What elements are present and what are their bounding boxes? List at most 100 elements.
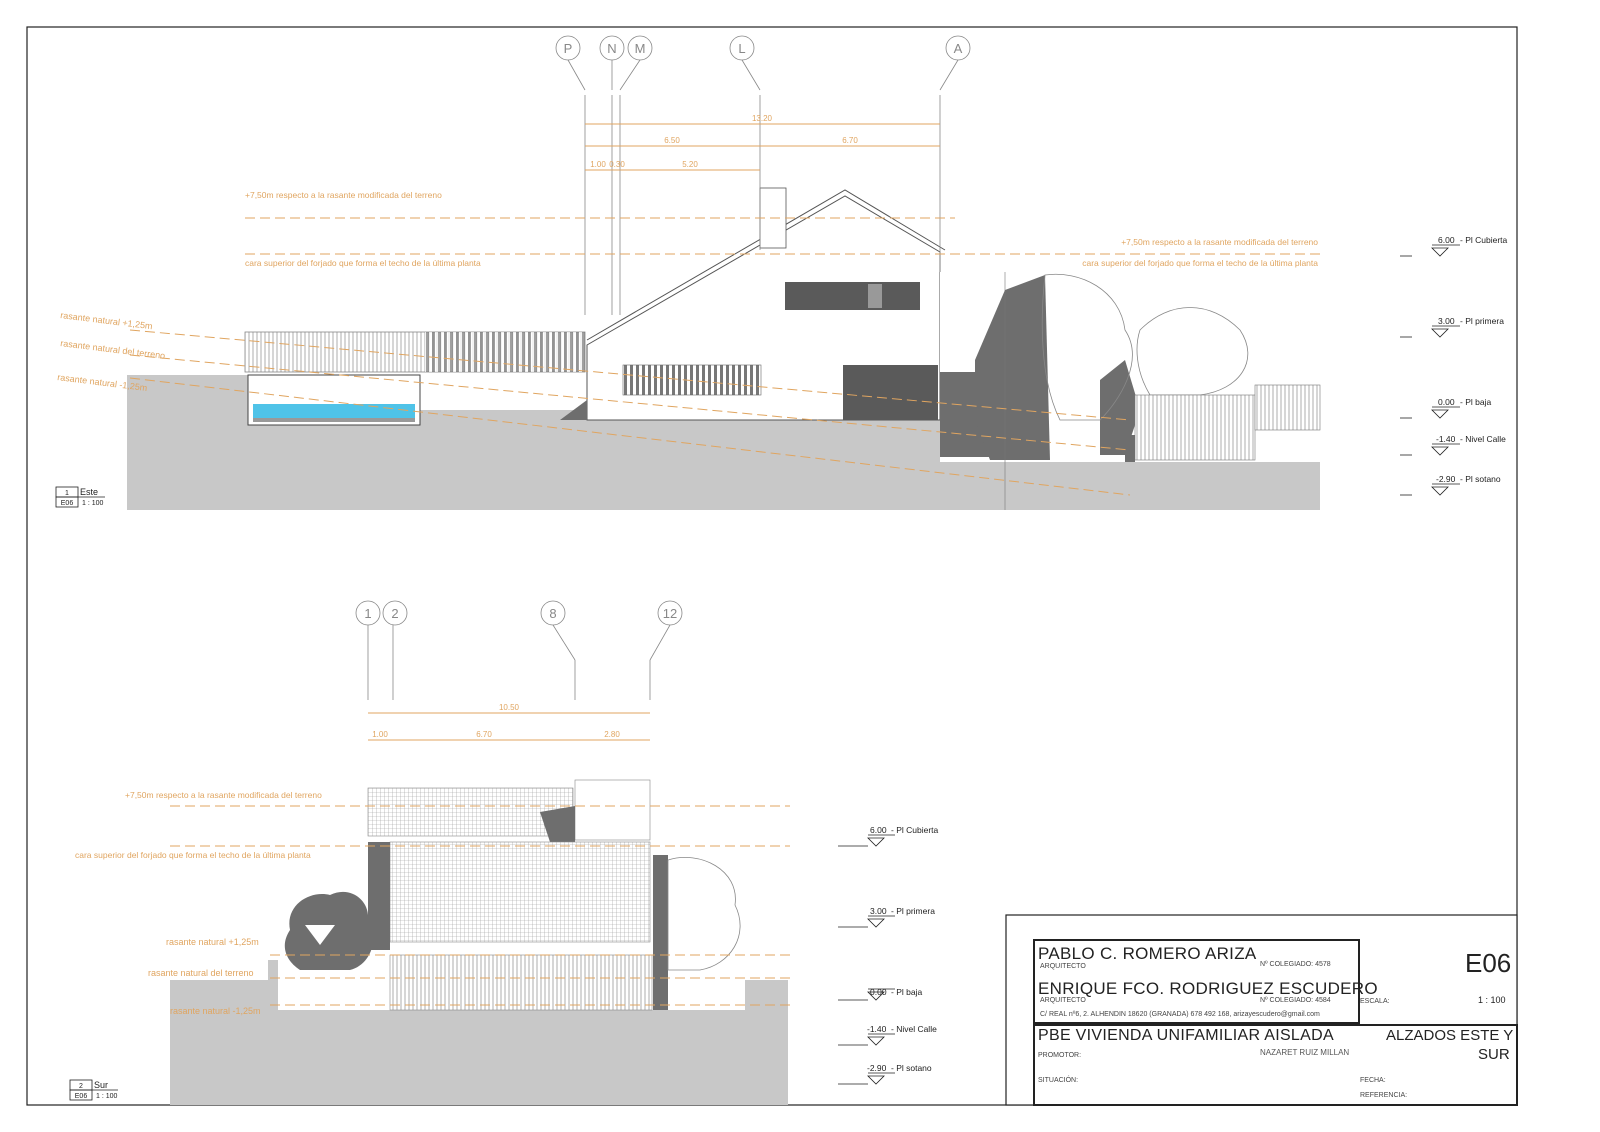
level-value-baja-sur: 0.00 — [870, 987, 887, 997]
level-name-primera-sur: - Pl primera — [891, 906, 935, 916]
sheet-code: E06 — [1465, 948, 1512, 978]
ann-rasante-plus-sur: rasante natural +1,25m — [166, 937, 259, 947]
office-address: C/ REAL nº6, 2. ALHENDIN 18620 (GRANADA)… — [1040, 1011, 1320, 1018]
architect-1-role: ARQUITECTO — [1040, 963, 1086, 970]
architect-1-name: PABLO C. ROMERO ARIZA — [1038, 944, 1257, 963]
ann-forjado-sur: cara superior del forjado que forma el t… — [75, 850, 311, 860]
tree-shadow-2 — [1100, 360, 1140, 455]
level-name-sotano-sur: - Pl sotano — [891, 1063, 932, 1073]
grid-axes-sur — [355, 600, 683, 700]
tree-shadow-1 — [975, 275, 1050, 460]
level-name-cubierta: - Pl Cubierta — [1460, 235, 1508, 245]
tag-sheet-este: E06 — [61, 500, 74, 507]
grid-label-a: A — [954, 41, 963, 56]
referencia-label: REFERENCIA: — [1360, 1092, 1408, 1099]
architect-2-role: ARQUITECTO — [1040, 997, 1086, 1004]
level-name-baja-sur: - Pl baja — [891, 987, 922, 997]
level-value-primera-sur: 3.00 — [870, 906, 887, 916]
view-tag-sur — [69, 1079, 118, 1101]
drawing-title-2: SUR — [1478, 1046, 1510, 1063]
ann-height-left: +7,50m respecto a la rasante modificada … — [245, 190, 442, 200]
architect-2-colegiado: Nº COLEGIADO: 4584 — [1260, 997, 1331, 1004]
dim-total-sur: 10.50 — [499, 703, 520, 712]
tag-num-sur: 2 — [79, 1083, 83, 1090]
ann-forjado-right: cara superior del forjado que forma el t… — [1082, 258, 1318, 268]
project-title: PBE VIVIENDA UNIFAMILIAR AISLADA — [1038, 1027, 1334, 1044]
dim-right: 6.70 — [842, 136, 858, 145]
tree-outline-1 — [1041, 273, 1133, 421]
ann-height-sur: +7,50m respecto a la rasante modificada … — [125, 790, 322, 800]
grid-label-1: 1 — [364, 606, 371, 621]
fence-right — [1134, 394, 1256, 461]
ann-height-right: +7,50m respecto a la rasante modificada … — [1121, 237, 1318, 247]
level-value-sotano: -2.90 — [1436, 474, 1456, 484]
lower-facade — [389, 954, 653, 1011]
drawing-title-1: ALZADOS ESTE Y — [1386, 1027, 1514, 1044]
view-tag-este — [55, 486, 105, 508]
dim-a: 1.00 — [590, 160, 606, 169]
window-lower — [843, 365, 938, 420]
fecha-label: FECHA: — [1360, 1077, 1386, 1084]
tag-scale-sur: 1 : 100 — [96, 1093, 118, 1100]
escala-label: ESCALA: — [1360, 998, 1390, 1005]
ann-rasante-minus-sur: rasante natural -1,25m — [170, 1006, 261, 1016]
level-value-primera: 3.00 — [1438, 316, 1455, 326]
level-value-cubierta-sur: 6.00 — [870, 825, 887, 835]
grid-label-p: P — [564, 41, 573, 56]
grid-label-8: 8 — [549, 606, 556, 621]
tag-sheet-sur: E06 — [75, 1093, 88, 1100]
architect-1-colegiado: Nº COLEGIADO: 4578 — [1260, 961, 1331, 968]
level-markers-este — [1400, 244, 1460, 496]
escala-value: 1 : 100 — [1478, 995, 1506, 1005]
elevation-este: P N M L A 13.20 6.50 6.70 1.00 0.30 5.20… — [55, 35, 1508, 510]
architect-2-name: ENRIQUE FCO. RODRIGUEZ ESCUDERO — [1038, 979, 1378, 998]
level-name-calle: - Nivel Calle — [1460, 434, 1506, 444]
chimney-sur — [574, 779, 651, 841]
facade-tiles — [389, 841, 651, 943]
ground-sur — [170, 960, 788, 1105]
dim-c: 5.20 — [682, 160, 698, 169]
level-name-calle-sur: - Nivel Calle — [891, 1024, 937, 1034]
level-value-baja: 0.00 — [1438, 397, 1455, 407]
dim-a-sur: 1.00 — [372, 730, 388, 739]
situacion-label: SITUACIÓN: — [1038, 1077, 1079, 1084]
pool-water[interactable] — [253, 404, 415, 418]
ann-rasante: rasante natural del terreno — [60, 338, 166, 361]
annotation-lines-este — [129, 217, 1325, 496]
tag-name-este: Este — [80, 487, 98, 497]
dim-left: 6.50 — [664, 136, 680, 145]
grid-axes-este — [555, 35, 971, 315]
roof-tiles — [367, 787, 574, 837]
level-value-sotano-sur: -2.90 — [867, 1063, 887, 1073]
ground-left — [127, 375, 420, 420]
tree-sur-right — [667, 857, 741, 971]
level-name-cubierta-sur: - Pl Cubierta — [891, 825, 939, 835]
grid-label-m: M — [635, 41, 646, 56]
tag-num-este: 1 — [65, 490, 69, 497]
level-name-baja: - Pl baja — [1460, 397, 1491, 407]
dimension-lines-sur — [368, 712, 650, 741]
dim-b: 0.30 — [609, 160, 625, 169]
grid-label-l: L — [738, 41, 745, 56]
level-name-sotano: - Pl sotano — [1460, 474, 1501, 484]
level-name-primera: - Pl primera — [1460, 316, 1504, 326]
title-block-frame — [1005, 914, 1518, 1106]
level-value-calle: -1.40 — [1436, 434, 1456, 444]
elevation-sur: 1 2 8 12 10.50 1.00 6.70 2.80 +7,50m res… — [69, 600, 939, 1105]
level-markers-sur — [838, 834, 895, 1085]
dim-c-sur: 2.80 — [604, 730, 620, 739]
window-strip — [622, 364, 762, 396]
window-upper — [785, 282, 920, 310]
tag-scale-este: 1 : 100 — [82, 500, 104, 507]
tag-name-sur: Sur — [94, 1080, 108, 1090]
side-shadow-sur — [368, 842, 390, 950]
level-value-cubierta: 6.00 — [1438, 235, 1455, 245]
annotation-lines-sur — [170, 805, 790, 1006]
promotor-label: PROMOTOR: — [1038, 1052, 1082, 1059]
grid-label-12: 12 — [663, 606, 677, 621]
grid-label-2: 2 — [391, 606, 398, 621]
ann-forjado-left: cara superior del forjado que forma el t… — [245, 258, 481, 268]
dim-total: 13.20 — [752, 114, 773, 123]
level-value-calle-sur: -1.40 — [867, 1024, 887, 1034]
